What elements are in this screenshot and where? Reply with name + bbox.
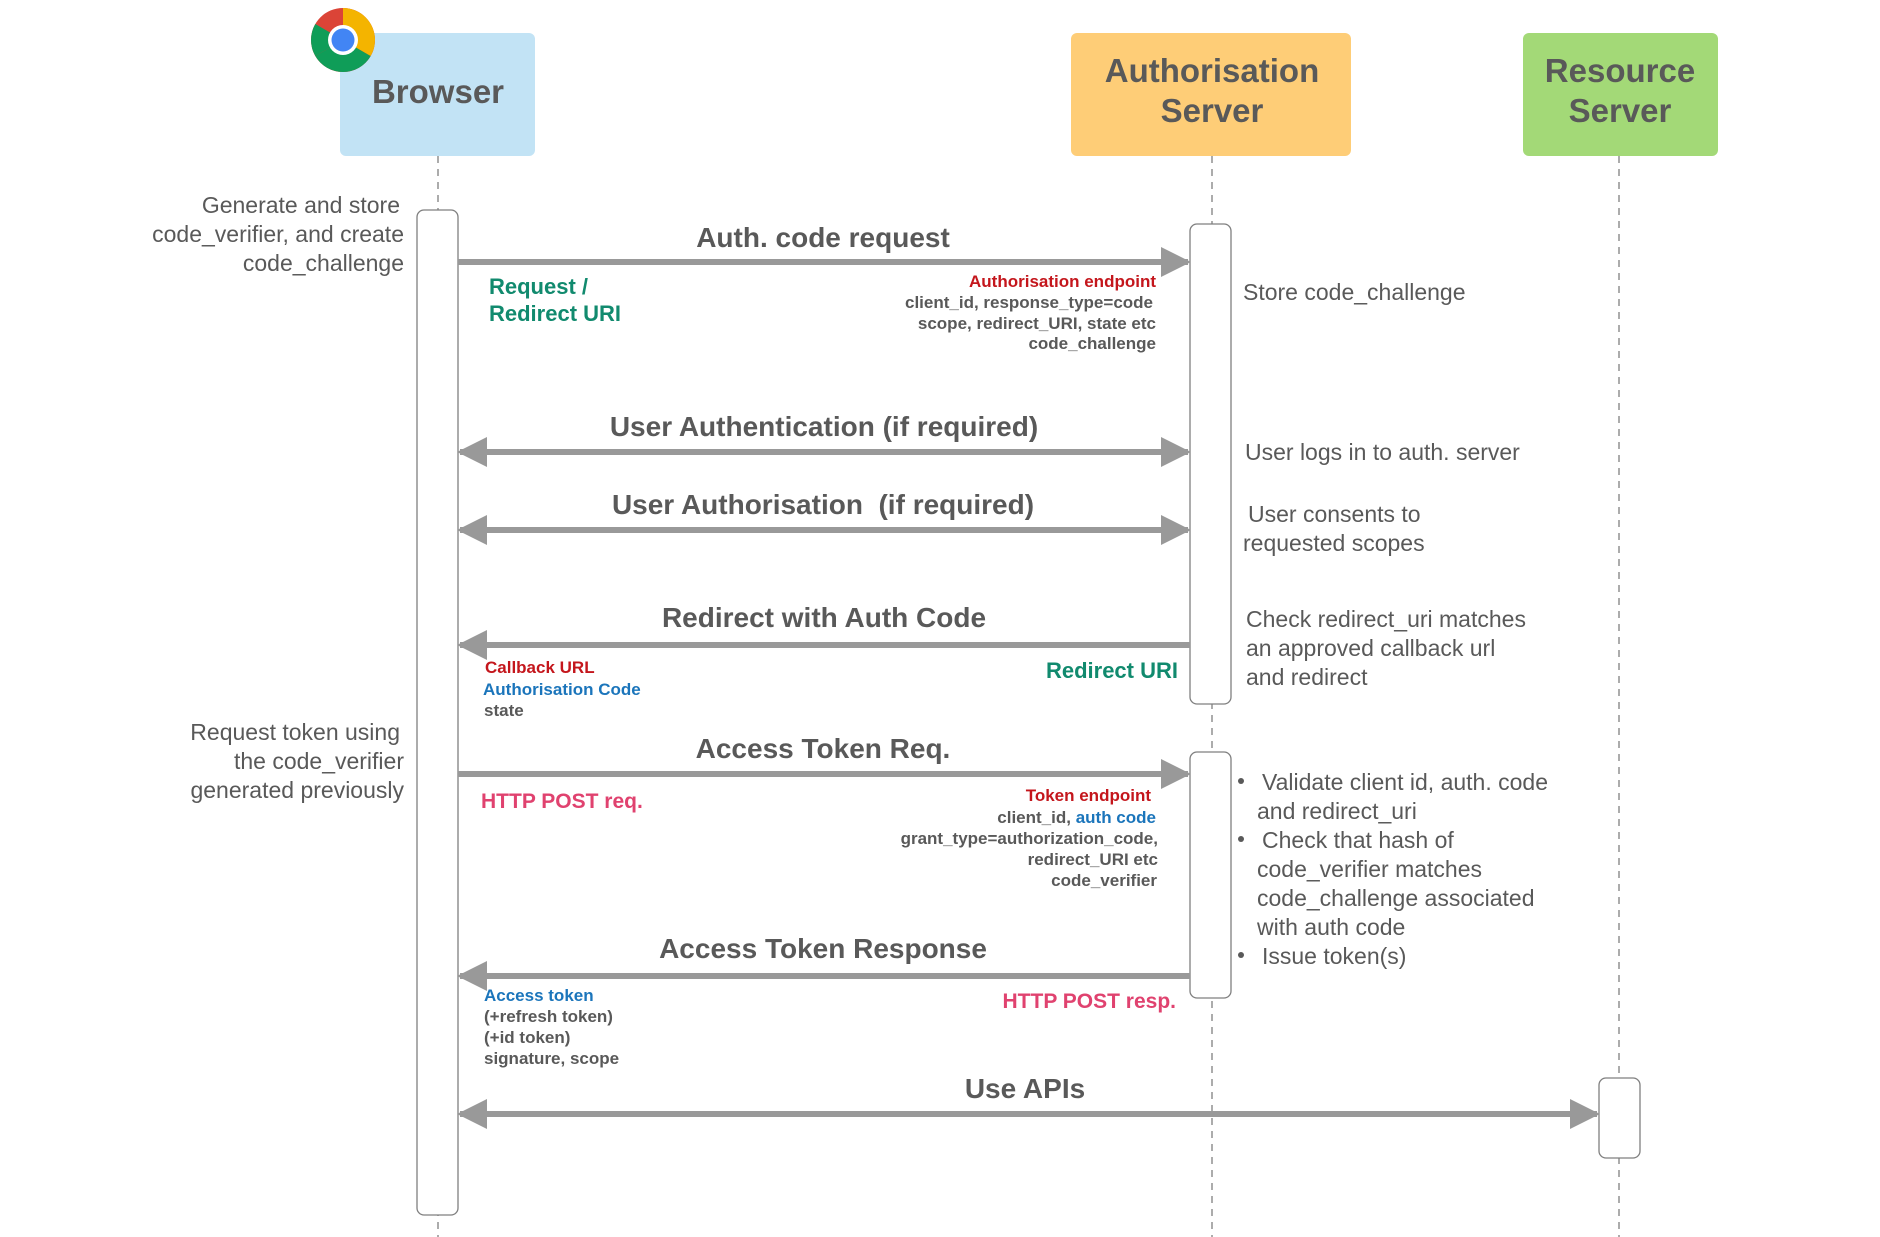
response-detail: (+refresh token) [484, 1007, 613, 1026]
note-line: code_challenge [243, 250, 404, 276]
note-user-consents: User consents to requested scopes [1243, 501, 1425, 556]
bullet-dot [1238, 836, 1244, 842]
auth-activation-bar-1 [1189, 223, 1232, 705]
request-redirect-label: Request / [489, 274, 588, 299]
chrome-logo-icon [311, 8, 375, 72]
auth-code-label: auth code [1076, 808, 1156, 827]
bullet-line: with auth code [1256, 914, 1405, 940]
request-detail: scope, redirect_URI, state etc [918, 314, 1156, 333]
request-detail: client_id, response_type=code [905, 293, 1153, 312]
auth-server-participant: Authorisation Server [1071, 33, 1351, 156]
client-id-auth-code-line: client_id, auth code [997, 808, 1156, 827]
message-title: Redirect with Auth Code [662, 602, 986, 633]
message-access-token-request: Access Token Req. HTTP POST req. Token e… [458, 733, 1191, 890]
bullet-dot [1238, 952, 1244, 958]
bullet-line: Validate client id, auth. code [1262, 769, 1548, 795]
http-post-resp-label: HTTP POST resp. [1003, 990, 1177, 1013]
bullet-line: code_verifier matches [1257, 856, 1482, 882]
bullet-line: Issue token(s) [1262, 943, 1406, 969]
bullet-line: code_challenge associated [1257, 885, 1534, 911]
bullet-line: and redirect_uri [1257, 798, 1417, 824]
message-title: Access Token Response [659, 933, 987, 964]
request-detail: code_challenge [1028, 334, 1156, 353]
message-user-authorisation: User Authorisation (if required) [457, 489, 1191, 545]
message-title: Use APIs [965, 1073, 1085, 1104]
message-title: User Authentication (if required) [610, 411, 1038, 442]
response-detail: (+id token) [484, 1028, 570, 1047]
note-request-token: Request token using the code_verifier ge… [190, 719, 404, 803]
resource-server-title-line1: Resource [1545, 52, 1695, 89]
authorisation-endpoint-label: Authorisation endpoint [969, 272, 1156, 291]
note-line: requested scopes [1243, 530, 1425, 556]
resource-server-participant: Resource Server [1523, 33, 1718, 156]
note-generate-code-verifier: Generate and store code_verifier, and cr… [152, 192, 404, 276]
message-title: Auth. code request [696, 222, 950, 253]
auth-activation-bar-2 [1189, 751, 1232, 999]
state-label: state [484, 701, 524, 720]
note-line: Generate and store [202, 192, 400, 218]
auth-server-title-line1: Authorisation [1105, 52, 1319, 89]
client-id-label: client_id, [997, 808, 1071, 827]
message-access-token-response: Access Token Response Access token (+ref… [457, 933, 1190, 1068]
message-auth-code-request: Auth. code request Request / Redirect UR… [458, 222, 1191, 353]
message-use-apis: Use APIs [457, 1073, 1600, 1129]
message-title: User Authorisation (if required) [612, 489, 1034, 520]
http-post-req-label: HTTP POST req. [481, 790, 643, 813]
auth-server-box [1071, 33, 1351, 156]
note-line: an approved callback url [1246, 635, 1495, 661]
request-detail: grant_type=authorization_code, [901, 829, 1158, 848]
browser-activation-bar [416, 209, 459, 1216]
auth-server-title-line2: Server [1161, 92, 1264, 129]
bullet-dot [1238, 778, 1244, 784]
request-detail: redirect_URI etc [1028, 850, 1158, 869]
redirect-uri-label: Redirect URI [1046, 658, 1178, 683]
bullet-line: Check that hash of [1262, 827, 1454, 853]
note-line: Request token using [190, 719, 400, 745]
browser-participant: Browser [340, 33, 535, 156]
note-validation-bullets: Validate client id, auth. code and redir… [1238, 769, 1548, 969]
note-line: and redirect [1246, 664, 1368, 690]
access-token-label: Access token [484, 986, 594, 1005]
note-check-redirect: Check redirect_uri matches an approved c… [1246, 606, 1526, 690]
note-line: the code_verifier [234, 748, 404, 774]
note-line: Check redirect_uri matches [1246, 606, 1526, 632]
note-line: code_verifier, and create [152, 221, 404, 247]
note-line: generated previously [190, 777, 404, 803]
resource-server-title-line2: Server [1569, 92, 1672, 129]
resource-activation-bar [1598, 1077, 1641, 1159]
message-title: Access Token Req. [696, 733, 951, 764]
callback-url-label: Callback URL [485, 658, 595, 677]
message-user-authentication: User Authentication (if required) [457, 411, 1191, 467]
browser-box [340, 33, 535, 156]
resource-server-box [1523, 33, 1718, 156]
request-redirect-label: Redirect URI [489, 301, 621, 326]
request-detail: code_verifier [1051, 871, 1157, 890]
authorisation-code-label: Authorisation Code [483, 680, 641, 699]
note-line: User consents to [1248, 501, 1421, 527]
response-detail: signature, scope [484, 1049, 619, 1068]
token-endpoint-label: Token endpoint [1026, 786, 1152, 805]
note-store-code-challenge: Store code_challenge [1243, 279, 1466, 305]
browser-title: Browser [372, 73, 504, 110]
note-user-logs-in: User logs in to auth. server [1245, 439, 1520, 465]
message-redirect-auth-code: Redirect with Auth Code Callback URL Aut… [457, 602, 1190, 720]
